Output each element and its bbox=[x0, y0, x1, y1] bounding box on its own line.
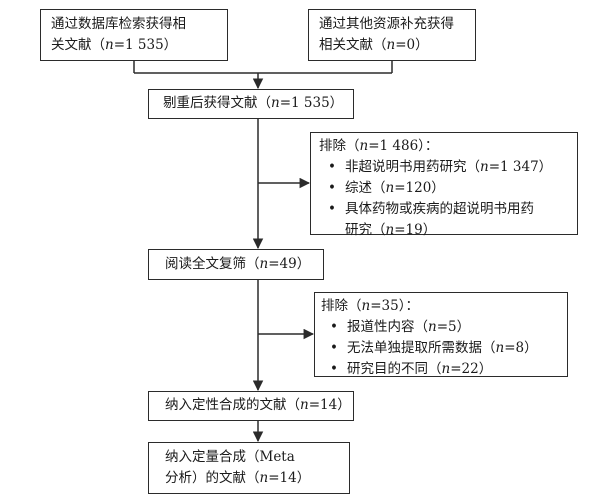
exclusion1-count: =1 486）： bbox=[368, 138, 439, 154]
n-label: n bbox=[300, 397, 309, 413]
dedup-text-pre: 剔重后获得文献（ bbox=[163, 95, 271, 111]
db-search-count: =1 535） bbox=[113, 37, 178, 53]
full-text-text: 阅读全文复筛（n=49） bbox=[165, 254, 323, 275]
exclusion2-item: • 无法单独提取所需数据（n=8） bbox=[321, 338, 567, 359]
exclusion1-item: • 具体药物或疾病的超说明书用药 bbox=[319, 199, 577, 220]
exclusion1-heading: 排除（n=1 486）： bbox=[319, 136, 577, 157]
exclusion2-count: =35）： bbox=[370, 298, 419, 314]
dedup-count: =1 535） bbox=[279, 95, 344, 111]
exclusion1-item: • 非超说明书用药研究（n=1 347） bbox=[319, 157, 577, 178]
exclusion2-item: • 研究目的不同（n=22） bbox=[321, 359, 567, 380]
full-text-pre: 阅读全文复筛（ bbox=[165, 256, 260, 272]
exclusion1-item: • 综述（n=120） bbox=[319, 178, 577, 199]
n-label: n bbox=[385, 222, 395, 238]
exclusion-box-1: 排除（n=1 486）： •非超说明书用药研究（n=1 347） •综述（n=1… bbox=[310, 132, 578, 238]
quantitative-line2: 分析）的文献（n=14） bbox=[165, 468, 349, 489]
exclusion2-item-text: 报道性内容（n=5） bbox=[347, 317, 470, 338]
qualitative-count: =14） bbox=[308, 397, 351, 413]
n-label: n bbox=[361, 298, 371, 314]
exclusion2-item-text: 研究目的不同（n=22） bbox=[347, 359, 492, 380]
exclusion2-heading: 排除（n=35）： bbox=[321, 296, 567, 317]
dedup-box: 剔重后获得文献（n=1 535） bbox=[148, 89, 354, 119]
n-label: n bbox=[428, 319, 437, 335]
quantitative-line2-pre: 分析）的文献（ bbox=[165, 470, 260, 486]
bullet-icon: • bbox=[330, 319, 338, 335]
n-label: n bbox=[441, 361, 451, 377]
exclusion2-item-text: 无法单独提取所需数据（n=8） bbox=[347, 338, 538, 359]
other-sources-line2-pre: 相关文献（ bbox=[319, 37, 387, 53]
n-label: n bbox=[495, 340, 505, 356]
exclusion1-item-continued: 研究（n=19） bbox=[319, 220, 577, 241]
other-sources-line2: 相关文献（n=0） bbox=[319, 35, 475, 56]
n-label: n bbox=[271, 95, 280, 111]
bullet-icon: • bbox=[330, 361, 338, 377]
exclusion2-item-label: 无法单独提取所需数据（ bbox=[347, 340, 496, 356]
full-text-screening-box: 阅读全文复筛（n=49） bbox=[148, 249, 324, 280]
qualitative-synthesis-box: 纳入定性合成的文献（n=14） bbox=[148, 391, 354, 421]
other-sources-box: 通过其他资源补充获得 相关文献（n=0） bbox=[308, 9, 476, 61]
bullet-icon: • bbox=[328, 159, 336, 175]
db-search-line2: 关文献（n=1 535） bbox=[51, 35, 227, 56]
other-sources-line1: 通过其他资源补充获得 bbox=[319, 16, 454, 32]
exclusion1-item-label-cont: 研究（ bbox=[345, 222, 386, 238]
db-search-box: 通过数据库检索获得相 关文献（n=1 535） bbox=[40, 9, 228, 61]
quantitative-count: =14） bbox=[268, 470, 311, 486]
exclusion1-item-label: 综述（ bbox=[345, 180, 386, 196]
quantitative-synthesis-box: 纳入定量合成（Meta 分析）的文献（n=14） bbox=[148, 442, 350, 494]
bullet-icon: • bbox=[328, 180, 336, 196]
exclusion2-item-count: =22） bbox=[450, 361, 493, 377]
full-text-count: =49） bbox=[268, 256, 311, 272]
exclusion1-item-label: 具体药物或疾病的超说明书用药 bbox=[345, 201, 534, 217]
exclusion1-item-count: =19） bbox=[394, 222, 437, 238]
exclusion1-item-text: 非超说明书用药研究（n=1 347） bbox=[345, 157, 552, 178]
exclusion-box-2: 排除（n=35）： •报道性内容（n=5） •无法单独提取所需数据（n=8） •… bbox=[314, 292, 568, 377]
db-search-line1: 通过数据库检索获得相 bbox=[51, 16, 186, 32]
exclusion2-item-count: =8） bbox=[504, 340, 538, 356]
exclusion2-item-label: 报道性内容（ bbox=[347, 319, 428, 335]
exclusion1-item-count: =1 347） bbox=[488, 159, 553, 175]
db-search-line2-pre: 关文献（ bbox=[51, 37, 105, 53]
exclusion2-item-count: =5） bbox=[436, 319, 471, 335]
qualitative-pre: 纳入定性合成的文献（ bbox=[165, 397, 300, 413]
exclusion2-item-label: 研究目的不同（ bbox=[347, 361, 442, 377]
other-sources-count: =0） bbox=[395, 37, 429, 53]
exclusion2-item: • 报道性内容（n=5） bbox=[321, 317, 567, 338]
exclusion2-heading-pre: 排除（ bbox=[321, 298, 362, 314]
n-label: n bbox=[480, 159, 489, 175]
exclusion1-item-label: 非超说明书用药研究（ bbox=[345, 159, 480, 175]
n-label: n bbox=[359, 138, 369, 154]
bullet-icon: • bbox=[330, 340, 338, 356]
n-label: n bbox=[105, 37, 114, 53]
exclusion1-item-text: 综述（n=120） bbox=[345, 178, 445, 199]
bullet-icon: • bbox=[328, 201, 336, 217]
quantitative-line1: 纳入定量合成（Meta bbox=[165, 449, 295, 465]
n-label: n bbox=[385, 180, 395, 196]
n-label: n bbox=[259, 256, 269, 272]
qualitative-text: 纳入定性合成的文献（n=14） bbox=[165, 395, 353, 416]
n-label: n bbox=[386, 37, 396, 53]
n-label: n bbox=[259, 470, 269, 486]
exclusion1-item-count: =120） bbox=[394, 180, 445, 196]
exclusion1-heading-pre: 排除（ bbox=[319, 138, 360, 154]
dedup-text: 剔重后获得文献（n=1 535） bbox=[163, 93, 353, 114]
